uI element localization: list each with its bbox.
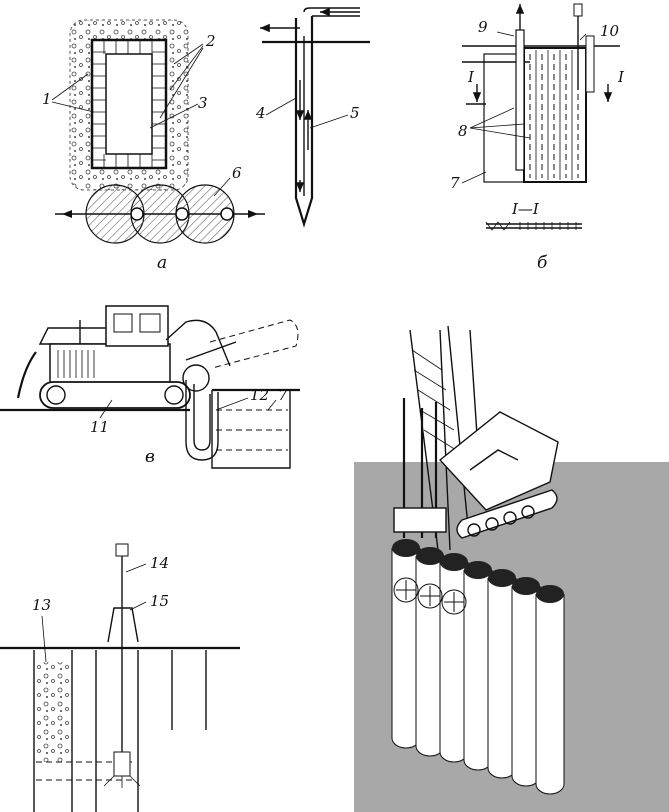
label-7-v: 7 [278, 386, 288, 404]
label-11: 11 [90, 418, 109, 436]
caption-v: в [145, 447, 155, 467]
caption-a: а [157, 253, 167, 273]
label-14: 14 [150, 554, 169, 572]
caption-b: б [537, 253, 548, 273]
freeze-pipe [260, 7, 370, 228]
section-title: I—I [511, 200, 540, 218]
label-12: 12 [250, 386, 269, 404]
leaders-panel-a [51, 43, 349, 197]
label-1: 1 [42, 90, 52, 108]
label-6: 6 [232, 164, 242, 182]
label-4: 4 [255, 104, 266, 122]
label-3: 3 [198, 94, 208, 112]
panel-secant-piles [354, 325, 669, 812]
panel-v-trencher [0, 305, 300, 469]
label-5: 5 [350, 104, 360, 122]
label-8: 8 [458, 122, 468, 140]
label-7-b: 7 [450, 174, 460, 192]
panel-b-slurry-wall [461, 3, 620, 231]
label-10: 10 [600, 22, 620, 40]
label-9: 9 [478, 18, 488, 36]
label-15: 15 [150, 592, 169, 610]
freeze-columns-section [55, 184, 265, 244]
section-mark-right: I [617, 68, 625, 86]
panel-grout-injection [0, 543, 240, 812]
panel-a-plan-view [69, 19, 189, 191]
section-mark-left: I [467, 68, 475, 86]
label-2: 2 [205, 32, 216, 50]
label-13: 13 [32, 596, 51, 614]
